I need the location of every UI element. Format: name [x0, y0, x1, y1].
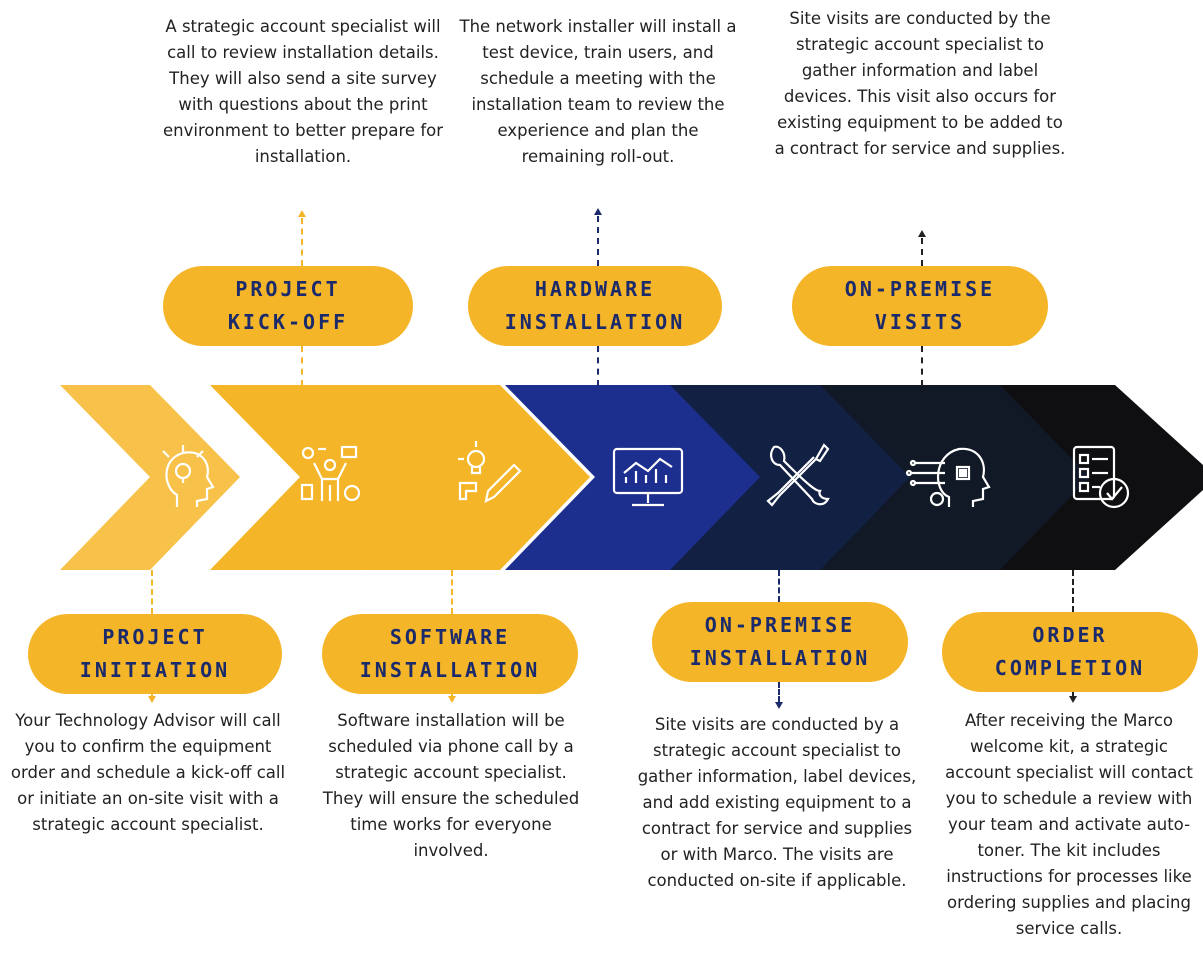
connector-completion-top: [1072, 570, 1074, 612]
team-collaboration-icon: [300, 445, 361, 502]
lightbulb-head-icon: [162, 445, 215, 507]
description-order-completion: After receiving the Marco welcome kit, a…: [945, 711, 1193, 938]
description-hardware-installation: The network installer will install a tes…: [459, 17, 737, 166]
stage-title-line: VISITS: [874, 310, 966, 334]
stage-pill-project-kickoff: PROJECT KICK-OFF: [163, 266, 413, 346]
connector-completion-bottom: [1072, 692, 1074, 696]
connector-hardware-bottom: [597, 346, 599, 386]
stage-title-line: ORDER: [1032, 623, 1108, 647]
chevron-segment-4: [505, 385, 760, 570]
chevron-segment-6: [815, 385, 1090, 570]
stage-title-line: INSTALLATION: [504, 310, 686, 334]
chevron-segment-5: [665, 385, 910, 570]
ai-head-gear-icon: [905, 447, 991, 507]
connector-visits-bottom: [921, 346, 923, 386]
chevron-segment-1: [60, 385, 240, 570]
arrowhead-onprem-install: [775, 702, 783, 709]
stage-pill-hardware-installation: HARDWARE INSTALLATION: [468, 266, 722, 346]
stage-pill-order-completion: ORDER COMPLETION: [942, 612, 1198, 692]
stage-title-line: PROJECT: [235, 277, 341, 301]
connector-visits-top: [921, 238, 923, 266]
connector-software-top: [451, 570, 453, 614]
arrowhead-hardware: [594, 208, 602, 215]
stage-title-line: INSTALLATION: [359, 658, 541, 682]
connector-initiation-top: [151, 570, 153, 614]
description-on-premise-installation: Site visits are conducted by a strategic…: [637, 715, 917, 890]
stage-pill-on-premise-visits: ON-PREMISE VISITS: [792, 266, 1048, 346]
stage-pill-project-initiation: PROJECT INITIATION: [28, 614, 282, 694]
connector-initiation-bottom: [151, 692, 153, 696]
stage-title-line: COMPLETION: [994, 656, 1146, 680]
connector-onprem-install-top: [778, 570, 780, 602]
arrowhead-kickoff: [298, 210, 306, 217]
process-chevron-band: [60, 385, 1203, 570]
connector-software-bottom: [451, 692, 453, 696]
stage-pill-software-installation: SOFTWARE INSTALLATION: [322, 614, 578, 694]
stage-title-line: INSTALLATION: [689, 646, 871, 670]
connector-kickoff-bottom: [301, 346, 303, 386]
description-software-installation: Software installation will be scheduled …: [322, 711, 580, 860]
arrowhead-software: [448, 696, 456, 703]
stage-title-line: SOFTWARE: [389, 625, 511, 649]
stage-pill-on-premise-installation: ON-PREMISE INSTALLATION: [652, 602, 908, 682]
stage-title-line: PROJECT: [102, 625, 208, 649]
arrowhead-visits: [918, 230, 926, 237]
stage-title-line: KICK-OFF: [227, 310, 349, 334]
arrowhead-completion: [1069, 696, 1077, 703]
description-project-kickoff: A strategic account specialist will call…: [162, 17, 444, 166]
description-project-initiation: Your Technology Advisor will call you to…: [10, 711, 286, 834]
stage-title-line: ON-PREMISE: [844, 277, 996, 301]
stage-title-line: INITIATION: [79, 658, 231, 682]
chevron-segment-3: [360, 385, 590, 570]
stage-title-line: HARDWARE: [534, 277, 656, 301]
stage-title-line: ON-PREMISE: [704, 613, 856, 637]
connector-onprem-install-bottom: [778, 682, 780, 702]
chevron-segment-7: [995, 385, 1203, 570]
connector-kickoff-top: [301, 218, 303, 266]
wrench-screwdriver-icon: [766, 443, 830, 507]
description-on-premise-visits: Site visits are conducted by the strateg…: [774, 9, 1066, 158]
monitor-analytics-icon: [612, 447, 684, 507]
idea-pencil-icon: [458, 441, 522, 503]
arrowhead-initiation: [148, 696, 156, 703]
connector-hardware-top: [597, 216, 599, 266]
checklist-check-icon: [1072, 445, 1130, 509]
